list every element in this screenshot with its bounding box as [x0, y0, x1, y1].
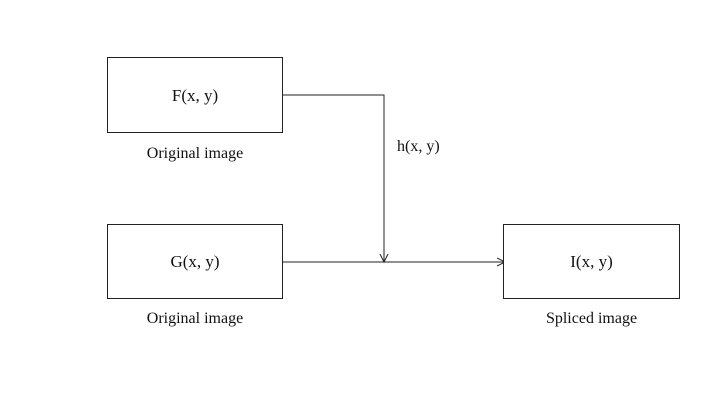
- g-image-box: G(x, y): [107, 224, 283, 299]
- h-connector-line: [283, 94, 384, 262]
- f-image-label: F(x, y): [171, 85, 219, 105]
- f-image-caption: Original image: [146, 145, 244, 162]
- i-image-box: I(x, y): [503, 224, 680, 299]
- i-image-caption: Spliced image: [545, 310, 638, 327]
- g-image-caption: Original image: [146, 310, 244, 327]
- f-image-box: F(x, y): [107, 57, 283, 133]
- g-image-label: G(x, y): [170, 252, 220, 271]
- i-image-label: I(x, y): [570, 252, 613, 271]
- h-edge-label: h(x, y): [397, 138, 440, 155]
